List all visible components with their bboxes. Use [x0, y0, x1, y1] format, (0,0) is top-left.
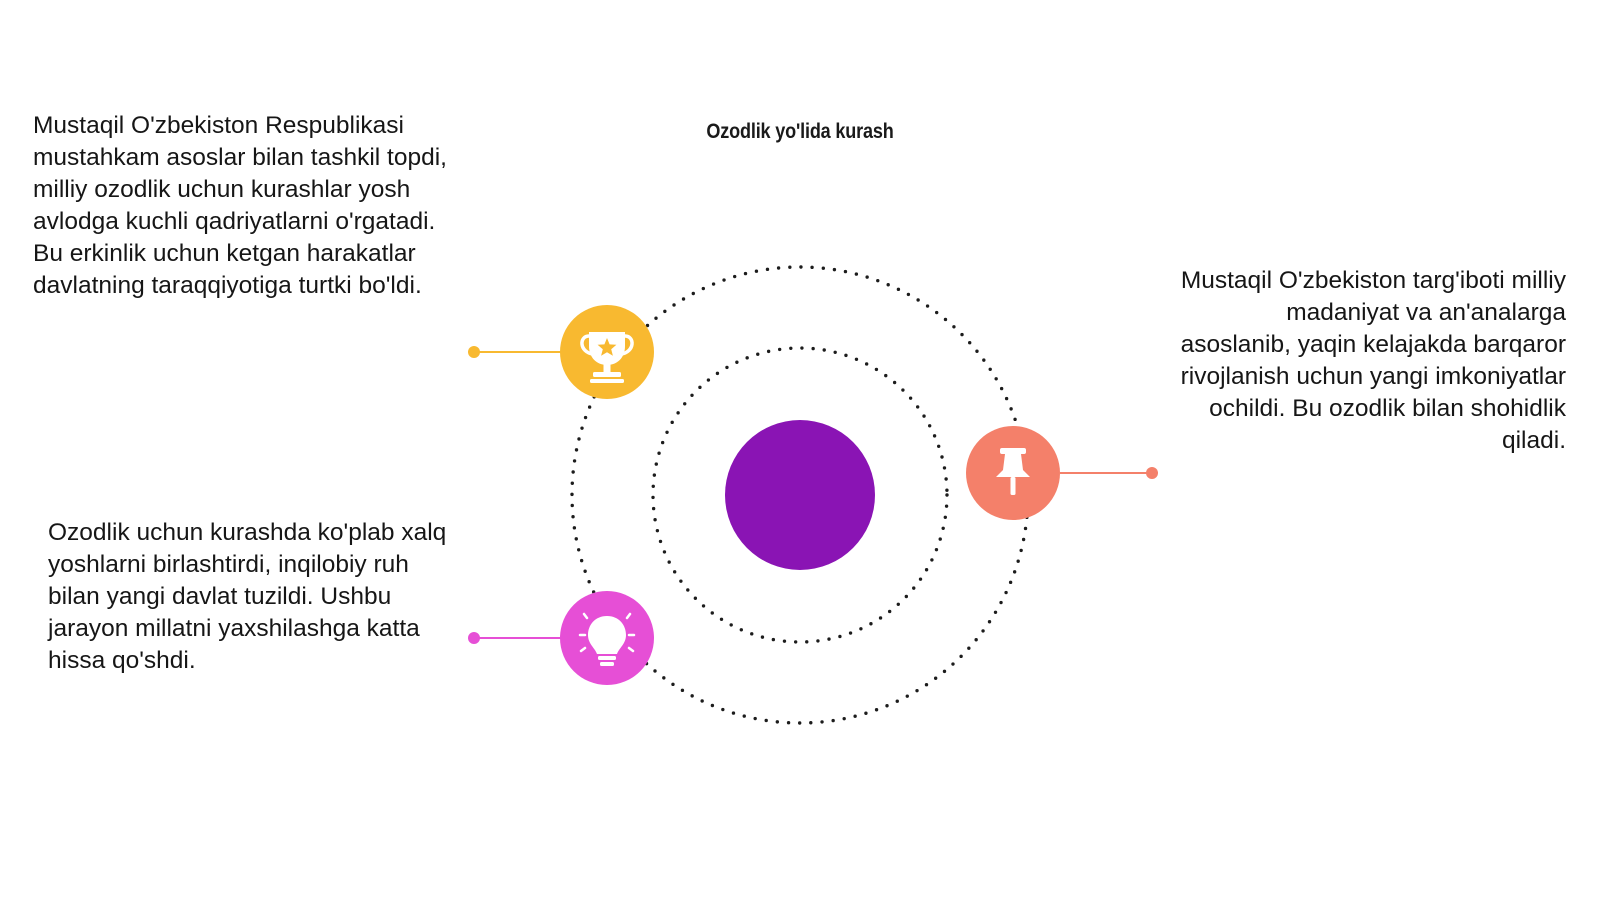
- connector-lightbulb: [468, 632, 562, 644]
- lightbulb-icon: [578, 612, 636, 666]
- connector-trophy: [468, 346, 562, 358]
- text-block-pushpin: Mustaqil O'zbekiston targ'iboti milliy m…: [1180, 267, 1566, 454]
- text-block-lightbulb: Ozodlik uchun kurashda ko'plab xalq yosh…: [48, 519, 447, 674]
- pushpin-icon: [996, 448, 1030, 495]
- center-circle: [725, 420, 875, 570]
- pushpin-node: [966, 426, 1060, 520]
- trophy-icon: [580, 332, 634, 383]
- trophy-node: [560, 305, 654, 399]
- inner-orbit-ring: [651, 346, 949, 644]
- text-block-trophy: Mustaqil O'zbekiston Respublikasi mustah…: [33, 112, 447, 299]
- lightbulb-node: [560, 591, 654, 685]
- diagram-title: Ozodlik yo'lida kurash: [706, 120, 894, 143]
- connector-pushpin: [1060, 467, 1158, 479]
